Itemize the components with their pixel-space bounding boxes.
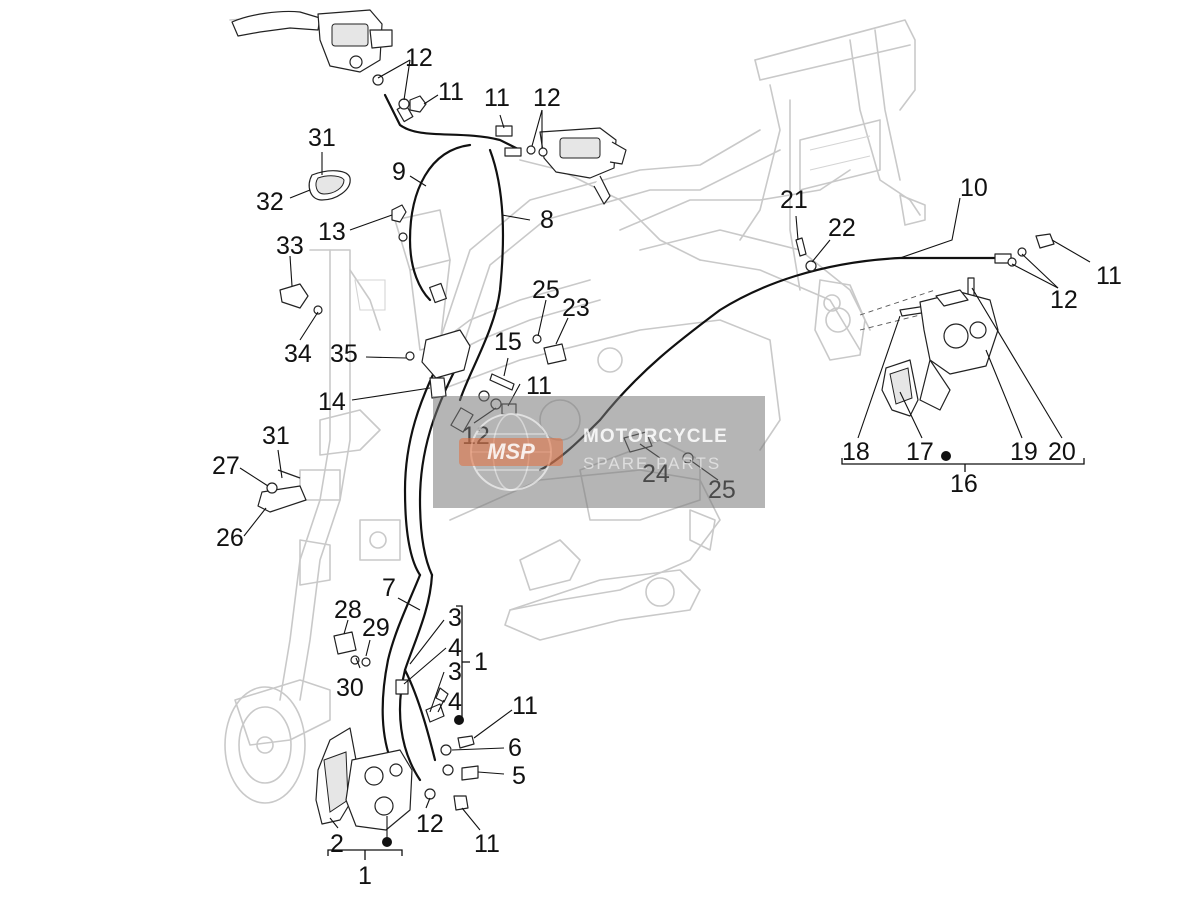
- callout-12: 12: [533, 84, 561, 112]
- callout-10: 10: [960, 174, 988, 202]
- group-brackets: [327, 451, 1085, 860]
- callout-15: 15: [494, 328, 522, 356]
- callout-12: 12: [1050, 286, 1078, 314]
- rear-brake-caliper: [881, 289, 999, 417]
- callout-18: 18: [842, 438, 870, 466]
- callout-4: 4: [448, 634, 462, 662]
- callout-27: 27: [212, 452, 240, 480]
- callout-33: 33: [276, 232, 304, 260]
- callout-6: 6: [508, 734, 522, 762]
- callout-21: 21: [780, 186, 808, 214]
- watermark: MSP MOTORCYCLE SPARE PARTS: [433, 396, 765, 508]
- callout-8: 8: [540, 206, 554, 234]
- hardware-parts: [257, 74, 1055, 811]
- callout-4: 4: [448, 688, 462, 716]
- callout-29: 29: [362, 614, 390, 642]
- callout-23: 23: [562, 294, 590, 322]
- watermark-line-1: MOTORCYCLE: [583, 426, 728, 447]
- callout-11: 11: [526, 372, 552, 400]
- callout-3: 3: [448, 658, 462, 686]
- assembly-marker-dot: [382, 837, 392, 847]
- callout-11: 11: [512, 692, 538, 720]
- callout-19: 19: [1010, 438, 1038, 466]
- callout-12: 12: [416, 810, 444, 838]
- callout-3: 3: [448, 604, 462, 632]
- watermark-logo-text: MSP: [487, 439, 535, 464]
- callout-32: 32: [256, 188, 284, 216]
- callout-11: 11: [474, 830, 500, 858]
- callout-22: 22: [828, 214, 856, 242]
- front-brake-caliper: [315, 727, 413, 831]
- callout-7: 7: [382, 574, 396, 602]
- assembly-marker-dot: [941, 451, 951, 461]
- callout-31: 31: [308, 124, 336, 152]
- watermark-line-2: SPARE PARTS: [583, 454, 722, 473]
- callout-11: 11: [1096, 262, 1122, 290]
- callout-9: 9: [392, 158, 406, 186]
- callout-11: 11: [438, 78, 464, 106]
- callout-1: 1: [358, 862, 372, 890]
- callout-17: 17: [906, 438, 934, 466]
- callout-12: 12: [405, 44, 433, 72]
- msp-globe-logo: MSP: [459, 413, 563, 491]
- callout-30: 30: [336, 674, 364, 702]
- rear-master-cylinder: [539, 127, 627, 205]
- callout-1: 1: [474, 648, 488, 676]
- callout-2: 2: [330, 830, 344, 858]
- assembly-marker-dot: [454, 715, 464, 725]
- callout-34: 34: [284, 340, 312, 368]
- callout-25: 25: [532, 276, 560, 304]
- callout-14: 14: [318, 388, 346, 416]
- callout-11: 11: [484, 84, 510, 112]
- callout-35: 35: [330, 340, 358, 368]
- front-master-cylinder: [231, 9, 393, 73]
- callout-5: 5: [512, 762, 526, 790]
- callout-28: 28: [334, 596, 362, 624]
- callout-20: 20: [1048, 438, 1076, 466]
- callout-31: 31: [262, 422, 290, 450]
- callout-13: 13: [318, 218, 346, 246]
- callout-26: 26: [216, 524, 244, 552]
- callout-16: 16: [950, 470, 978, 498]
